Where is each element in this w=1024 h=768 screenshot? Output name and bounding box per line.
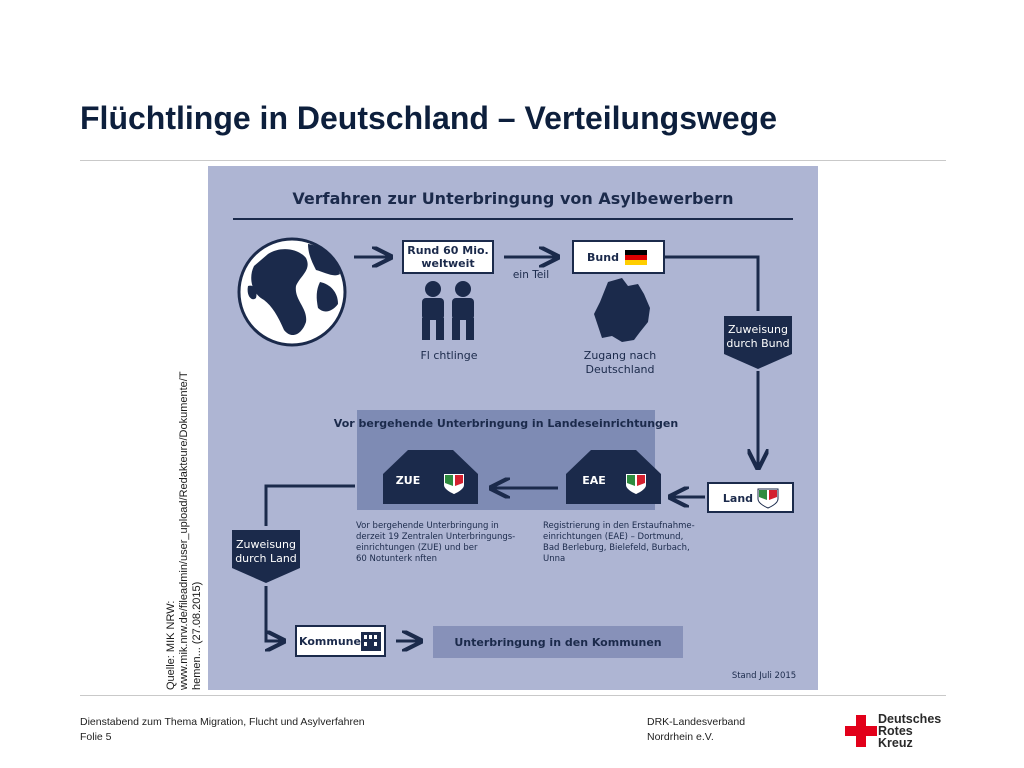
eae-desc-line: einrichtungen (EAE) – Dortmund, xyxy=(543,532,683,542)
drk-logo-line-2: Rotes xyxy=(878,724,913,738)
eae-desc-line: Bad Berleburg, Bielefeld, Burbach, xyxy=(543,543,690,553)
eae-desc-line: Registrierung in den Erstaufnahme- xyxy=(543,521,695,531)
footer-divider xyxy=(80,695,946,696)
rund-60-mio-label: Rund 60 Mio. xyxy=(407,244,488,257)
footer-org-line-1: DRK-Landesverband xyxy=(647,716,746,728)
weltweit-label: weltweit xyxy=(421,257,474,270)
bund-box xyxy=(572,240,665,274)
refugees-icon xyxy=(422,281,474,340)
zue-label: ZUE xyxy=(396,474,420,487)
title-divider xyxy=(80,160,946,161)
source-line-3: hemen... (27.08.2015) xyxy=(191,581,203,690)
footer-slide-number: Folie 5 xyxy=(80,731,112,743)
footer-event: Dienstabend zum Thema Migration, Flucht … xyxy=(80,716,365,728)
zue-desc-line: 60 Notunterk nften xyxy=(356,554,437,564)
asylum-procedure-diagram: Verfahren zur Unterbringung von Asylbewe… xyxy=(208,166,818,690)
diagram-title: Verfahren zur Unterbringung von Asylbewe… xyxy=(292,189,733,208)
land-box xyxy=(707,482,794,513)
kommunen-banner xyxy=(433,626,683,658)
drk-logo-line-1: Deutsches xyxy=(878,712,942,726)
nrw-crest-icon xyxy=(757,488,779,509)
land-label: Land xyxy=(723,492,753,505)
landeseinrichtungen-title: Vor bergehende Unterbringung in Landesei… xyxy=(334,417,678,430)
germany-map-icon xyxy=(594,278,650,342)
zuweisung-land-label-1: Zuweisung xyxy=(236,538,296,551)
source-line-2: www.mik.nrw.de/fileadmin/user_upload/Red… xyxy=(178,371,190,690)
german-flag-icon xyxy=(625,250,647,265)
zuweisung-bund-label-1: Zuweisung xyxy=(728,323,788,336)
eae-description: Registrierung in den Erstaufnahme- einri… xyxy=(543,521,695,564)
source-line-1: Quelle: MIK NRW: xyxy=(165,600,177,690)
zuweisung-land-label-2: durch Land xyxy=(235,552,297,565)
footer-org-line-2: Nordrhein e.V. xyxy=(647,731,714,743)
stand-label: Stand Juli 2015 xyxy=(732,671,796,681)
zugang-label-2: Deutschland xyxy=(585,363,654,376)
eae-label: EAE xyxy=(582,474,606,487)
zue-desc-line: Vor bergehende Unterbringung in xyxy=(356,521,499,531)
globe-icon xyxy=(237,237,347,347)
drk-logo-text: Deutsches Rotes Kreuz xyxy=(878,712,942,750)
kommune-label: Kommune xyxy=(299,635,361,648)
eae-nrw-crest-icon xyxy=(626,474,646,494)
zuweisung-land-badge xyxy=(232,530,300,583)
ein-teil-label: ein Teil xyxy=(513,269,549,281)
zue-desc-line: derzeit 19 Zentralen Unterbringungs- xyxy=(356,532,515,542)
footer-left: Dienstabend zum Thema Migration, Flucht … xyxy=(80,715,365,745)
building-icon xyxy=(361,632,381,651)
page-title: Flüchtlinge in Deutschland – Verteilungs… xyxy=(80,100,778,136)
zuweisung-bund-badge xyxy=(724,316,792,369)
rund-60-mio-box xyxy=(402,240,494,274)
zuweisung-bund-label-2: durch Bund xyxy=(726,337,789,350)
kommunen-banner-label: Unterbringung in den Kommunen xyxy=(454,636,661,649)
eae-desc-line: Unna xyxy=(543,554,565,564)
zue-description: Vor bergehende Unterbringung in derzeit … xyxy=(356,521,515,564)
fluechtlinge-label: Fl chtlinge xyxy=(420,349,477,362)
bund-label: Bund xyxy=(587,251,619,264)
zue-nrw-crest-icon xyxy=(444,474,464,494)
red-cross-logo-icon xyxy=(845,715,877,747)
footer-organisation: DRK-Landesverband Nordrhein e.V. xyxy=(647,715,745,745)
zue-desc-line: einrichtungen (ZUE) und ber xyxy=(356,543,478,553)
zugang-label-1: Zugang nach xyxy=(584,349,656,362)
drk-logo-line-3: Kreuz xyxy=(878,736,913,750)
